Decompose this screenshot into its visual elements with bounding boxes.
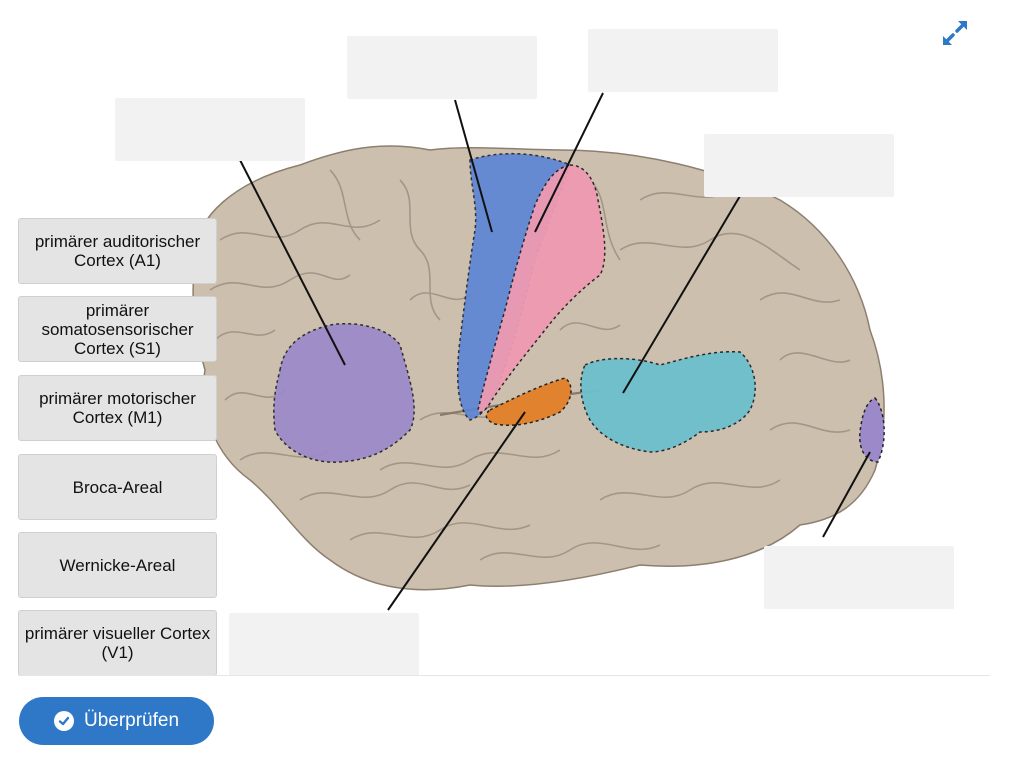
region-purple-small — [859, 397, 885, 463]
region-orange — [485, 377, 572, 427]
label-chip-wernicke[interactable]: Wernicke-Areal — [18, 532, 217, 598]
region-teal — [580, 350, 756, 453]
label-chip-motor[interactable]: primärer motorischer Cortex (M1) — [18, 375, 217, 441]
drop-zone-2[interactable] — [347, 36, 537, 99]
check-button[interactable]: Überprüfen — [19, 697, 214, 745]
leader-line-3 — [534, 92, 604, 233]
check-button-label: Überprüfen — [83, 710, 180, 731]
check-circle-icon — [53, 711, 74, 731]
drop-zone-3[interactable] — [588, 29, 778, 92]
leader-line-4 — [622, 195, 741, 394]
leader-line-5 — [822, 451, 871, 538]
region-purple — [273, 323, 415, 463]
brain-outline — [192, 145, 885, 591]
leader-line-6 — [387, 411, 526, 611]
label-chip-auditory[interactable]: primärer auditorischer Cortex (A1) — [18, 218, 217, 284]
expand-icon — [943, 21, 967, 45]
label-chip-broca[interactable]: Broca-Areal — [18, 454, 217, 520]
expand-button[interactable] — [936, 14, 974, 52]
drop-zone-5[interactable] — [764, 546, 954, 609]
drop-zone-4[interactable] — [704, 134, 894, 197]
leader-line-1 — [239, 159, 346, 366]
label-chip-visual[interactable]: primärer visueller Cortex (V1) — [18, 610, 217, 676]
drop-zone-6[interactable] — [229, 613, 419, 676]
label-chip-somatosensory[interactable]: primärer somatosensorischer Cortex (S1) — [18, 296, 217, 362]
leader-line-2 — [454, 99, 493, 233]
drop-zone-1[interactable] — [115, 98, 305, 161]
region-pink — [477, 164, 606, 413]
divider — [18, 675, 990, 676]
